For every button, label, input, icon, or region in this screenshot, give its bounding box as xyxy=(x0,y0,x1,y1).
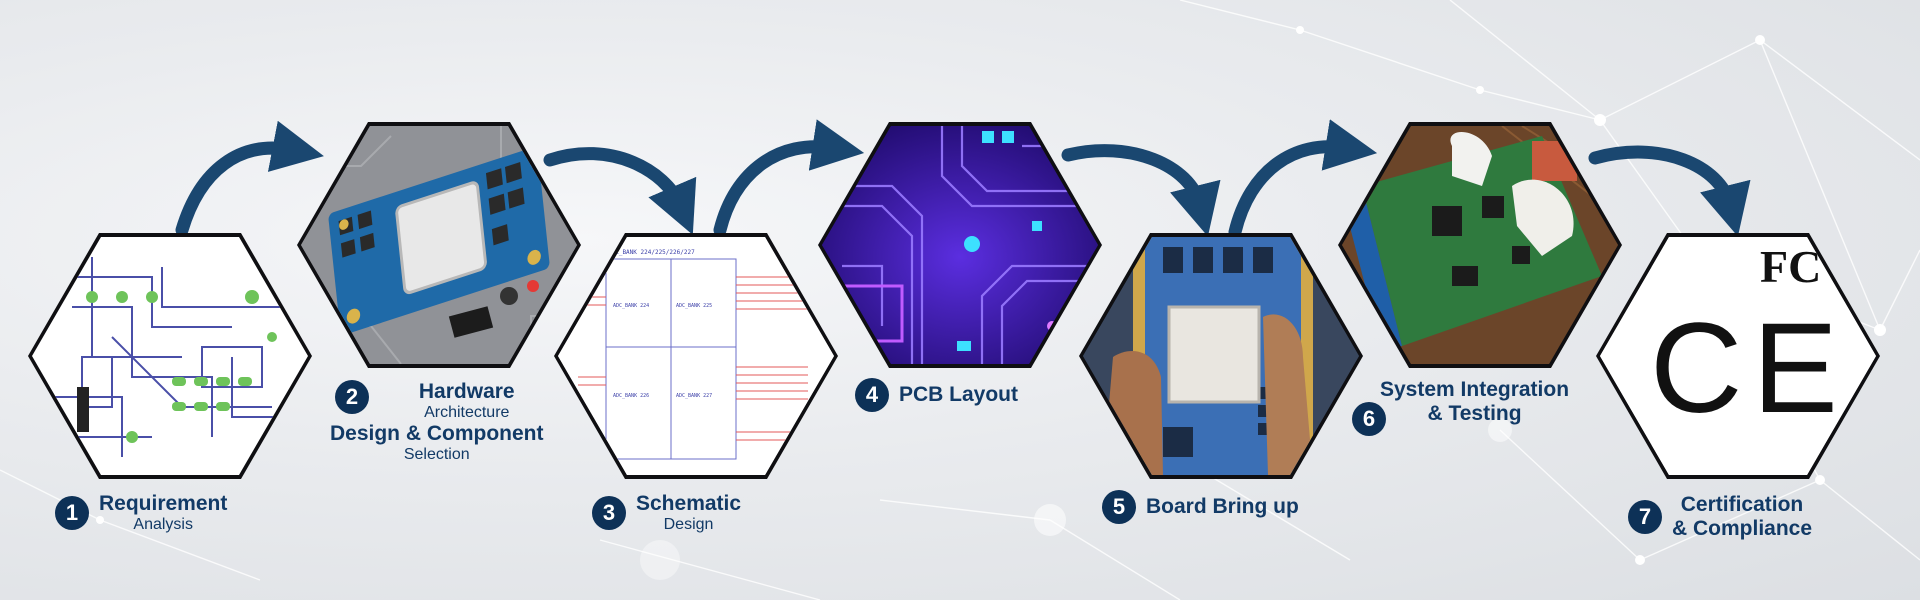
hex-system-integration xyxy=(1338,122,1622,368)
step-2-line2: Architecture xyxy=(424,404,510,421)
schematic-bank-c: ADC_BANK 226 xyxy=(613,393,649,399)
step-7-title: Certification xyxy=(1680,493,1804,516)
step-7-badge: 7 xyxy=(1628,500,1662,534)
step-7-label: 7 Certification & Compliance xyxy=(1628,493,1812,541)
step-3-subtitle: Design xyxy=(663,516,714,533)
hex-certification: FC CE xyxy=(1596,233,1880,479)
step-5-title: Board Bring up xyxy=(1146,495,1299,518)
step-3-title: Schematic xyxy=(636,492,742,515)
arrow-6-7 xyxy=(1588,145,1751,237)
step-2-badge: 2 xyxy=(335,380,369,414)
fc-mark: FC xyxy=(1760,241,1821,292)
step-4-badge: 4 xyxy=(855,378,889,412)
step-6-badge: 6 xyxy=(1352,402,1386,436)
hex-hardware-design xyxy=(297,122,581,368)
arrow-1-2 xyxy=(175,120,324,237)
arrow-2-3 xyxy=(543,147,697,235)
step-4-title: PCB Layout xyxy=(899,383,1019,406)
step-1-badge: 1 xyxy=(55,496,89,530)
step-4-label: 4 PCB Layout xyxy=(855,378,1018,412)
step-2-line3: Design & Component xyxy=(330,422,544,445)
schematic-bank-d: ADC_BANK 227 xyxy=(676,393,712,399)
step-6-title: System Integration xyxy=(1380,378,1570,401)
hex-board-bring-up xyxy=(1079,233,1363,479)
arrow-3-4 xyxy=(713,119,865,237)
step-1-label: 1 Requirement Analysis xyxy=(55,492,227,534)
step-7-line2: & Compliance xyxy=(1672,517,1813,540)
arrow-5-6 xyxy=(1228,119,1378,239)
step-2-label: 2 Hardware Architecture Design & Compone… xyxy=(330,380,544,464)
arrow-4-5 xyxy=(1061,144,1221,237)
hex-requirement-analysis xyxy=(28,233,312,479)
schematic-bank-b: ADC_BANK 225 xyxy=(676,303,712,309)
step-3-badge: 3 xyxy=(592,496,626,530)
step-6-label: 6 System Integration & Testing xyxy=(1352,378,1570,436)
step-6-line2: & Testing xyxy=(1427,402,1522,425)
step-1-title: Requirement xyxy=(99,492,228,515)
step-5-badge: 5 xyxy=(1102,490,1136,524)
step-3-label: 3 Schematic Design xyxy=(592,492,741,534)
schematic-bank-a: ADC_BANK 224 xyxy=(613,303,649,309)
step-2-title: Hardware xyxy=(418,380,515,403)
pcb-drawing-image xyxy=(52,257,292,457)
step-5-label: 5 Board Bring up xyxy=(1102,490,1299,524)
step-1-subtitle: Analysis xyxy=(133,516,193,533)
schematic-header: ADC_BANK 224/225/226/227 xyxy=(608,249,695,256)
step-2-line4: Selection xyxy=(403,446,470,463)
ce-mark: CE xyxy=(1650,297,1848,440)
